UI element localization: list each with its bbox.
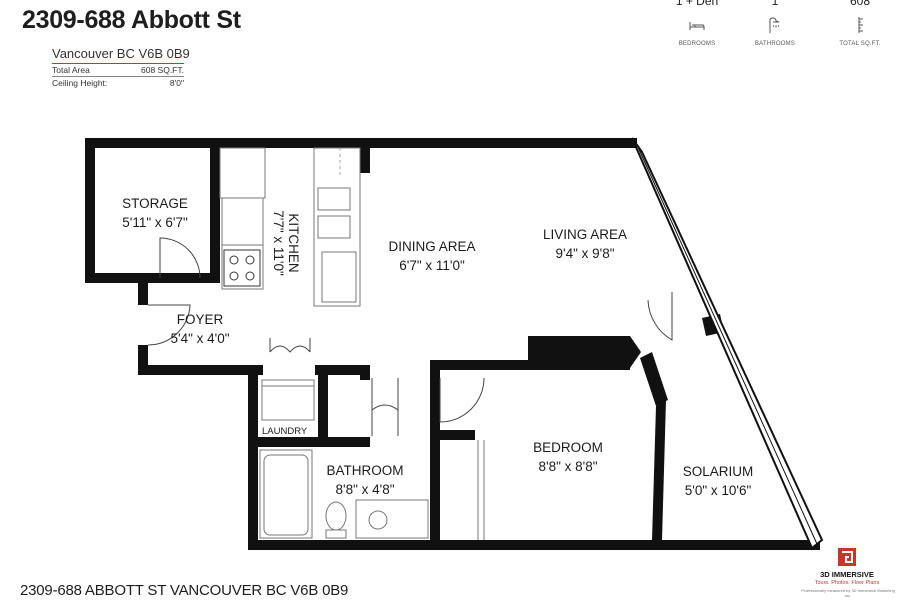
solarium-size: 5'0" x 10'6": [684, 483, 752, 498]
kitchen-label: KITCHEN 7'7" x 11'0": [271, 198, 301, 288]
ceiling-height-label: Ceiling Height:: [52, 78, 108, 88]
living-name: LIVING AREA: [542, 227, 628, 242]
logo-tagline: Tours. Photos. Floor Plans: [814, 580, 880, 586]
bedrooms-value: 1 + Den: [675, 0, 719, 8]
vanity-sink: [355, 499, 429, 539]
storage-size: 5'11" x 6'7": [122, 215, 188, 230]
foyer-size: 5'4" x 4'0": [170, 331, 230, 346]
solarium-label: SOLARIUM 5'0" x 10'6": [668, 462, 768, 500]
footer-address: 2309-688 ABBOTT ST VANCOUVER BC V6B 0B9: [20, 582, 349, 599]
address-subtitle: Vancouver BC V6B 0B9: [52, 46, 190, 61]
property-details-table: Total Area 608 SQ.FT. Ceiling Height: 8'…: [52, 63, 184, 89]
page-title: 2309-688 Abbott St: [22, 6, 241, 34]
logo-mark-icon: [838, 548, 856, 566]
bedroom-name: BEDROOM: [533, 440, 603, 455]
laundry-label: LAUNDRY: [262, 426, 308, 437]
brand-logo: 3D IMMERSIVE Tours. Photos. Floor Plans …: [801, 548, 895, 606]
shower-icon: [769, 17, 780, 33]
foyer-label: FOYER 5'4" x 4'0": [150, 310, 250, 348]
bathroom-size: 8'8" x 4'8": [335, 482, 395, 497]
laundry-machine: [261, 379, 315, 421]
bathtub: [259, 449, 313, 539]
bathroom-name: BATHROOM: [326, 463, 404, 478]
dining-label: DINING AREA 6'7" x 11'0": [372, 237, 492, 275]
bedrooms-label: BEDROOMS: [678, 41, 716, 47]
walls: [85, 138, 820, 550]
door-swings: [147, 237, 673, 436]
storage-label: STORAGE 5'11" x 6'7": [105, 194, 205, 232]
bedroom-label: BEDROOM 8'8" x 8'8": [518, 438, 618, 476]
window-wall: [631, 137, 824, 550]
living-size: 9'4" x 9'8": [555, 246, 615, 261]
bathroom-label: BATHROOM 8'8" x 4'8": [310, 461, 420, 499]
total-sqft-value: 608: [849, 0, 871, 8]
total-area-label: Total Area: [52, 65, 90, 75]
ceiling-height-row: Ceiling Height: 8'0": [52, 76, 184, 89]
bed-icon: [689, 22, 705, 30]
total-area-row: Total Area 608 SQ.FT.: [52, 63, 184, 76]
kitchen-size: 7'7" x 11'0": [271, 210, 286, 276]
logo-name: 3D IMMERSIVE: [820, 570, 874, 579]
bedroom-closet: [477, 440, 485, 540]
dining-name: DINING AREA: [388, 239, 476, 254]
total-area-value: 608 SQ.FT.: [141, 65, 184, 75]
foyer-name: FOYER: [176, 312, 224, 327]
bathrooms-value: 1: [771, 0, 779, 8]
solarium-glazing: [656, 408, 662, 530]
kitchen-counters: [219, 147, 361, 307]
living-label: LIVING AREA 9'4" x 9'8": [525, 225, 645, 263]
dining-size: 6'7" x 11'0": [399, 258, 465, 273]
storage-name: STORAGE: [122, 196, 188, 211]
bathrooms-label: BATHROOMS: [754, 41, 796, 47]
measure-icon: [858, 17, 863, 33]
kitchen-name: KITCHEN: [286, 213, 301, 273]
total-sqft-label: TOTAL SQ.FT.: [839, 41, 881, 47]
logo-fineprint: Professionally measured by 3D Immersive …: [801, 588, 895, 598]
stove-burners: [223, 249, 261, 287]
bedroom-size: 8'8" x 8'8": [538, 459, 598, 474]
ceiling-height-value: 8'0": [169, 78, 184, 88]
toilet: [325, 501, 347, 539]
solarium-name: SOLARIUM: [682, 464, 754, 479]
